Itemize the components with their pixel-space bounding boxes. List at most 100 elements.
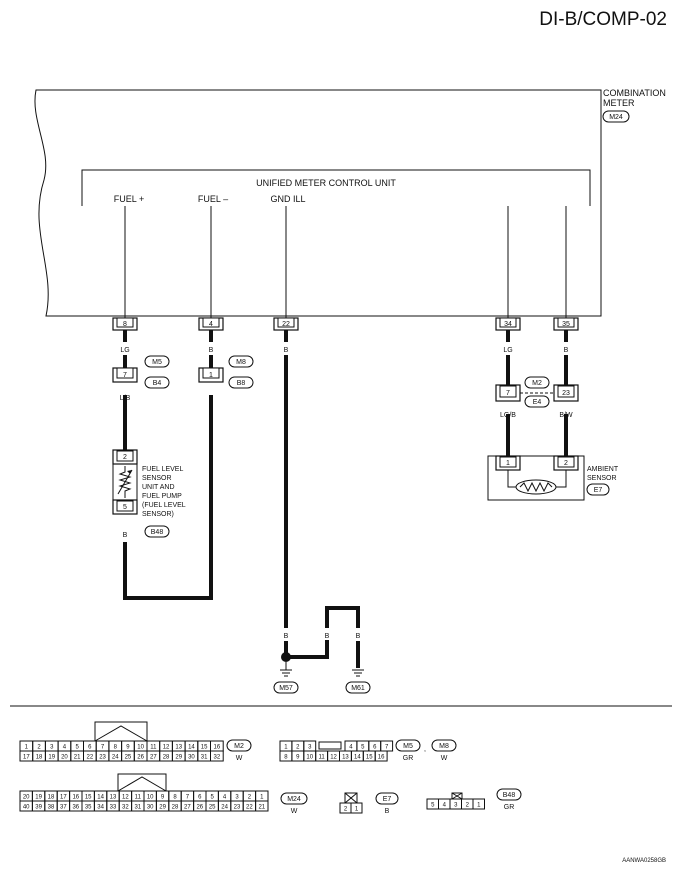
connector-id-m24-top: M24	[609, 114, 623, 121]
fuel-sensor-label: SENSOR)	[142, 511, 174, 518]
connector-badge	[375, 792, 399, 805]
connector-pin-number: 23	[234, 805, 241, 811]
wire-color-lgb: LG/B	[500, 412, 516, 419]
connector-pin-number: 15	[85, 795, 92, 801]
combination-meter-label-2: METER	[603, 98, 635, 108]
connector-pin-number: 30	[188, 755, 195, 761]
legend-color-m8: W	[441, 755, 448, 762]
ambient-sensor-label: SENSOR	[587, 475, 617, 482]
connector-id-m5: M5	[152, 359, 162, 366]
connector-pin-number: 7	[385, 745, 389, 751]
diagram-code: AANWA0258GB	[622, 858, 666, 864]
terminal-4: 4	[198, 317, 224, 331]
ground-badge	[345, 681, 371, 694]
connector-pin-number: 4	[63, 745, 67, 751]
connector-pin-number: 25	[125, 755, 132, 761]
wire-color-lg: LG	[120, 347, 129, 354]
connector-pin-number: 32	[214, 755, 221, 761]
connector-pin-number: 26	[196, 805, 203, 811]
terminal-34: 34	[495, 317, 521, 331]
connector-pin-number: 37	[60, 805, 67, 811]
connector-pin-number: 2	[248, 795, 252, 801]
terminal-22-label: 22	[282, 321, 290, 328]
connector-pin-number: 23	[99, 755, 106, 761]
connector-badge	[431, 739, 457, 752]
connector-pin-number: 8	[114, 745, 118, 751]
connector-pin-number: 24	[221, 805, 228, 811]
connector-pin-number: 24	[112, 755, 119, 761]
connector-pin-number: 6	[88, 745, 92, 751]
combination-meter-label: COMBINATION	[603, 88, 666, 98]
wire-color-bw: B/W	[559, 412, 573, 419]
connector-pin-number: 9	[296, 755, 300, 761]
legend-color-e7: B	[385, 808, 390, 815]
fuel-sensor-label: FUEL PUMP	[142, 493, 182, 500]
connector-badge	[144, 525, 170, 538]
wire-color-b: B	[209, 395, 214, 402]
connector-pin-number: 7	[101, 745, 105, 751]
connector-pin-number: 28	[163, 755, 170, 761]
legend-name-e7: E7	[383, 796, 392, 803]
connector-badge	[144, 355, 170, 368]
connector-badge	[228, 355, 254, 368]
connector-pin-number: 13	[110, 795, 117, 801]
legend-name-m2: M2	[234, 743, 244, 750]
connector-pin-number: 40	[23, 805, 30, 811]
connector-pin-number: 39	[35, 805, 42, 811]
terminal-35: 35	[553, 317, 579, 331]
ground-id-m57: M57	[279, 685, 293, 692]
wire-color-lb: L/B	[120, 395, 131, 402]
connector-pin-number: 33	[110, 805, 117, 811]
connector-pin-number: 3	[235, 795, 239, 801]
connector-pin-number: 3	[308, 745, 312, 751]
junction-pin-23: 23	[562, 390, 570, 397]
connector-pin-number: 5	[431, 803, 435, 809]
junction-pin-7: 7	[123, 372, 127, 379]
connector-pin-number: 32	[122, 805, 129, 811]
connector-badge	[524, 395, 550, 408]
wire-color-b: B	[284, 633, 289, 640]
connector-pin-number: 8	[284, 755, 288, 761]
connector-pin-number: 4	[223, 795, 227, 801]
connector-pin-number: 11	[150, 745, 157, 751]
connector-pin-number: 26	[137, 755, 144, 761]
junction-m2-e4-pin-7: 7	[495, 384, 521, 402]
connector-pin-number: 35	[85, 805, 92, 811]
connector-pin-number: 30	[147, 805, 154, 811]
legend-name-m5: M5	[403, 743, 413, 750]
connector-pin-number: 18	[36, 755, 43, 761]
connector-pin-cell	[350, 802, 363, 814]
ground-icon	[280, 662, 292, 677]
connector-pin-number: 7	[186, 795, 190, 801]
connector-pin-number: 20	[23, 795, 30, 801]
connector-pin-number: 5	[75, 745, 79, 751]
connector-pin-number: 20	[61, 755, 68, 761]
wire-color-lg: LG	[503, 347, 512, 354]
junction-m2-e4-pin-23: 23	[553, 384, 579, 402]
fuel-sensor-label: FUEL LEVEL	[142, 466, 183, 473]
junction-m8-b8: 1	[198, 367, 224, 383]
ambient-sensor: 1 2	[487, 455, 585, 501]
terminal-8-label: 8	[123, 321, 127, 328]
connector-pin-number: 1	[477, 803, 481, 809]
legend-color-m24: W	[291, 808, 298, 815]
connector-pin-number: 15	[201, 745, 208, 751]
legend-color-b48: GR	[504, 804, 515, 811]
wire-ground-branch	[286, 606, 360, 668]
connector-pin-cell	[210, 750, 224, 762]
legend-separator: ,	[424, 746, 426, 753]
legend-name-b48: B48	[503, 792, 516, 799]
connector-pin-number: 14	[354, 755, 361, 761]
connector-pin-number: 31	[134, 805, 141, 811]
connector-pin-number: 6	[373, 745, 377, 751]
legend-name-m24: M24	[287, 796, 301, 803]
connector-badge	[280, 792, 308, 805]
connector-pin-number: 19	[35, 795, 42, 801]
connector-pin-number: 31	[201, 755, 208, 761]
ground-id-m61: M61	[351, 685, 365, 692]
control-unit-title: UNIFIED METER CONTROL UNIT	[256, 178, 396, 188]
